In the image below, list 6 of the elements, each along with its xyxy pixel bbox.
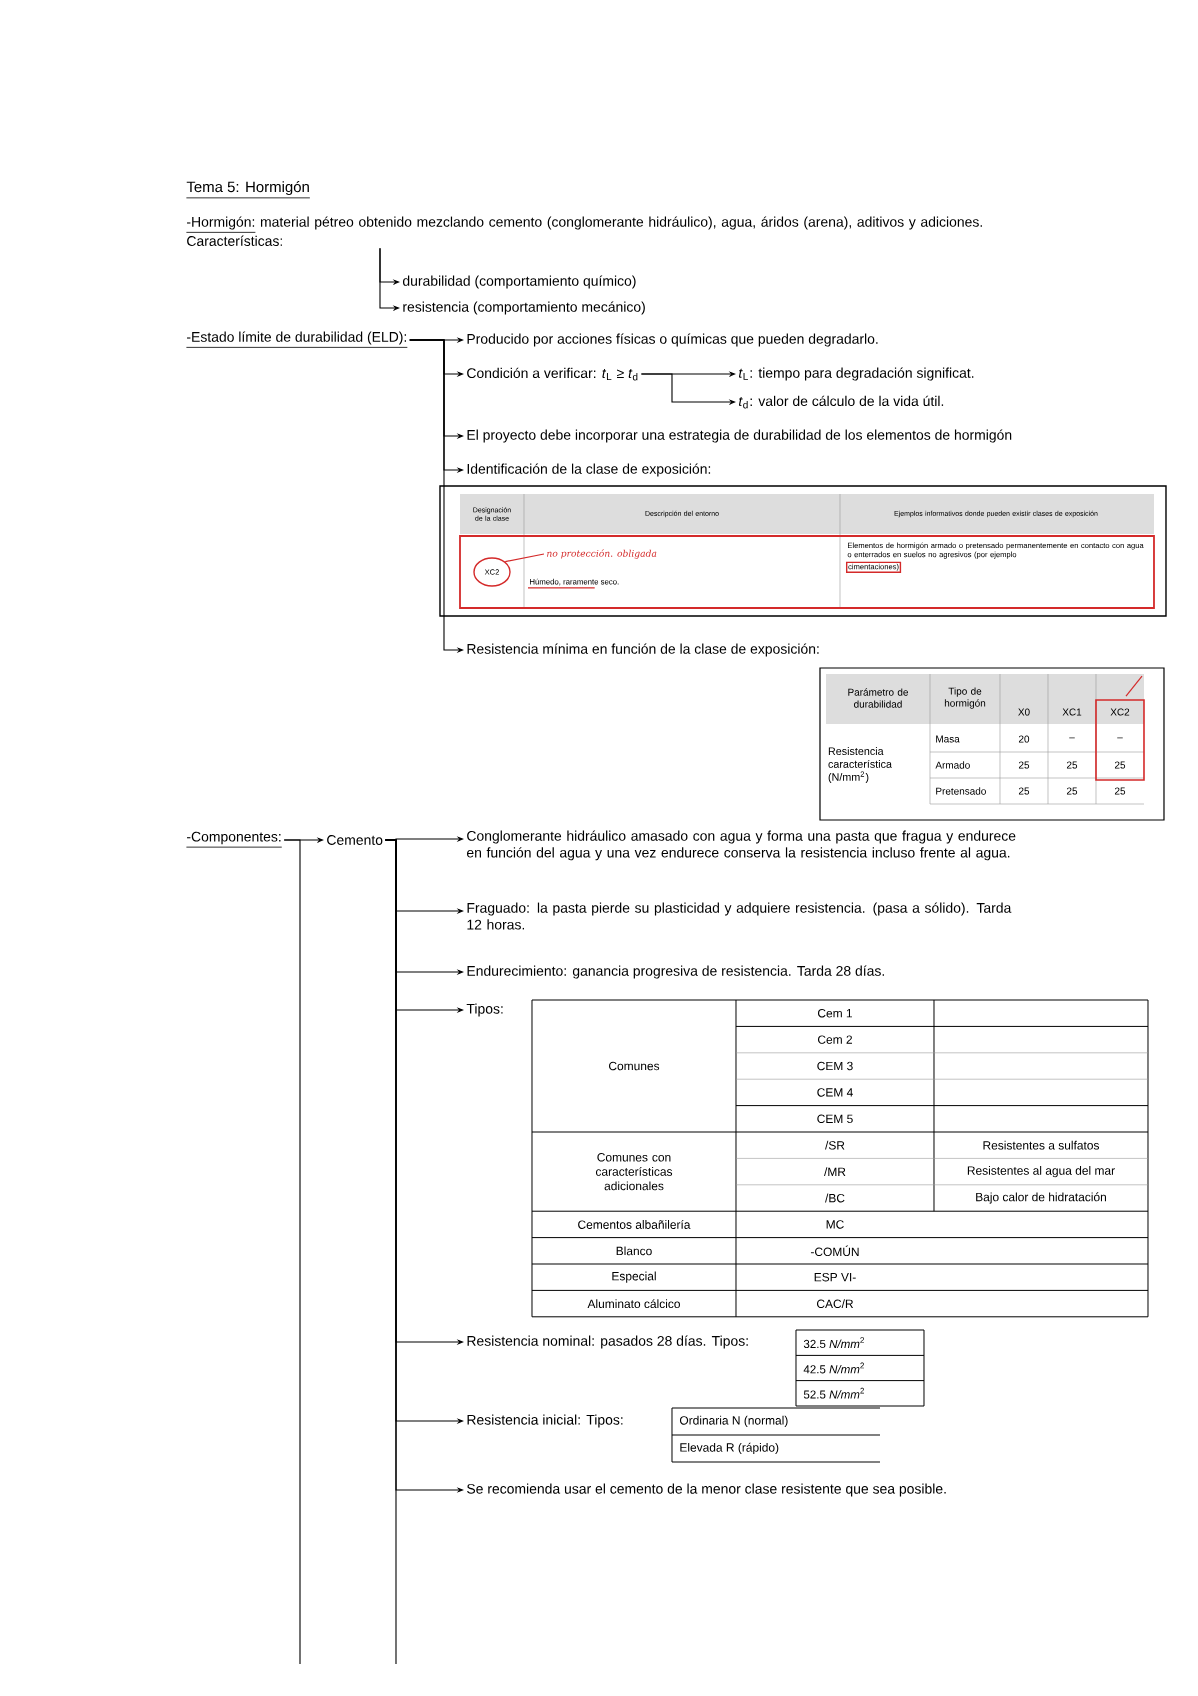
connector-line bbox=[504, 553, 545, 563]
arrow bbox=[379, 247, 400, 311]
connector-line bbox=[384, 839, 397, 1665]
connector-line bbox=[283, 839, 301, 1665]
arrow bbox=[640, 373, 736, 405]
arrow bbox=[409, 339, 464, 653]
